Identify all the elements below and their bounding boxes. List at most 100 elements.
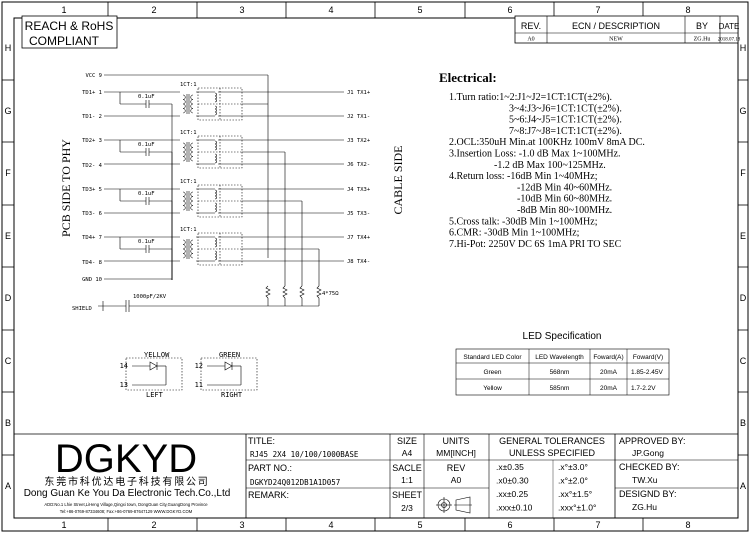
phy-pin-label: TD1- 2 xyxy=(82,114,102,120)
zone-row-left: F xyxy=(5,168,11,178)
led-table-header: Foward(A) xyxy=(593,354,623,361)
cap-label: 0.1uF xyxy=(138,191,155,197)
tolerance-angular: .x°±2.0° xyxy=(558,476,588,486)
electrical-line: 3.Insertion Loss: -1.0 dB Max 1~100MHz. xyxy=(449,149,621,160)
xfmr-ratio-label: 1CT:1 xyxy=(180,130,197,136)
approved-label: APPROVED BY: xyxy=(619,436,686,446)
electrical-line: 7~8:J7~J8=1CT:1CT(±2%). xyxy=(509,126,622,137)
zone-row-right: D xyxy=(740,293,747,303)
electrical-line: -8dB Min 80~100MHz. xyxy=(517,205,612,216)
phy-pin-label: TD2- 4 xyxy=(82,163,103,169)
led-table-header: Standard LED Color xyxy=(463,354,522,361)
zone-col-top: 8 xyxy=(685,5,690,15)
cable-pin-label: J7 TX4+ xyxy=(347,235,371,241)
tolerance-linear: .x0±0.30 xyxy=(496,476,529,486)
electrical-notes: Electrical: 1.Turn ratio:1~2:J1~J2=1CT:1… xyxy=(439,70,645,250)
led-table-cell: Green xyxy=(483,369,501,376)
phy-pin-label: TD3+ 5 xyxy=(82,187,102,193)
tolerance-title-1: GENERAL TOLERANCES xyxy=(499,436,605,446)
electrical-line: 1.Turn ratio:1~2:J1~J2=1CT:1CT(±2%). xyxy=(449,92,612,103)
led-table-cell: 1.85-2.45V xyxy=(631,369,663,376)
electrical-line: -10dB Min 60~80MHz. xyxy=(517,194,612,205)
checked-label: CHECKED BY: xyxy=(619,462,680,472)
compliance-box: REACH & RoHS COMPLIANT xyxy=(21,15,118,49)
scale-value: 1:1 xyxy=(401,475,413,485)
phy-pin-label: VCC 9 xyxy=(85,73,102,79)
rev-label: REV xyxy=(447,463,466,473)
remark-label: REMARK: xyxy=(248,490,289,500)
units-value: MM[INCH] xyxy=(436,448,476,458)
projection-icon xyxy=(436,496,472,514)
zone-row-right: H xyxy=(740,43,747,53)
zone-col-top: 5 xyxy=(417,5,422,15)
cable-pin-label: J3 TX2+ xyxy=(347,138,371,144)
led-table-cell: 20mA xyxy=(600,369,618,376)
date-value: 2018.07.18 xyxy=(718,38,741,43)
size-value: A4 xyxy=(402,448,413,458)
zone-row-left: E xyxy=(5,231,11,241)
zone-col-top: 7 xyxy=(595,5,600,15)
zone-col-bottom: 5 xyxy=(417,520,422,530)
led-spec-title: LED Specification xyxy=(523,331,602,342)
tolerance-angular: .xxx°±1.0° xyxy=(558,503,596,513)
electrical-line: 2.OCL:350uH Min.at 100KHz 100mV 8mA DC. xyxy=(449,137,645,148)
led-table-cell: 568nm xyxy=(550,369,570,376)
approved-value: JP.Gong xyxy=(632,448,664,458)
compliance-line2: COMPLIANT xyxy=(29,34,100,48)
tolerance-angular: .xx°±1.5° xyxy=(558,489,592,499)
led-side-label: LEFT xyxy=(146,391,164,399)
phy-pin-label: TD4- 8 xyxy=(82,260,102,266)
tolerance-linear: .xx±0.25 xyxy=(496,489,528,499)
electrical-line: 7.Hi-Pot: 2250V DC 6S 1mA PRI TO SEC xyxy=(449,239,622,250)
electrical-line: -12dB Min 40~60MHz. xyxy=(517,182,612,193)
zone-col-bottom: 4 xyxy=(328,520,333,530)
led-pin-label: 11 xyxy=(195,381,203,389)
led-color-label: YELLOW xyxy=(144,351,170,359)
led-pin-label: 12 xyxy=(195,362,203,370)
checked-value: TW.Xu xyxy=(632,475,658,485)
sheet-value: 2/3 xyxy=(401,503,413,513)
cable-pin-label: J8 TX4- xyxy=(347,259,370,265)
phy-pin-label: TD4+ 7 xyxy=(82,235,102,241)
rev-header-date: DATE xyxy=(719,22,740,31)
led-pin-label: 14 xyxy=(120,362,128,370)
company-logo: DGKYD xyxy=(55,437,197,481)
electrical-line: -1.2 dB Max 100~125MHz. xyxy=(494,160,606,171)
cable-pin-label: J2 TX1- xyxy=(347,114,370,120)
zone-row-right: B xyxy=(740,418,746,428)
zone-row-right: G xyxy=(739,106,746,116)
zone-col-top: 2 xyxy=(151,5,156,15)
cap-label: 0.1uF xyxy=(138,142,155,148)
led-table-header: Foward(V) xyxy=(633,354,663,361)
inner-frame xyxy=(13,17,739,519)
led-symbol xyxy=(125,357,183,391)
scale-label: SACLE xyxy=(392,463,422,473)
company-contact: Tel:+86-0769-87334608; Fax:+86-0769-8764… xyxy=(60,509,193,514)
cap-label: 0.1uF xyxy=(138,239,155,245)
cap-label: 0.1uF xyxy=(138,94,155,100)
hv-cap-label: 1000pF/2KV xyxy=(133,294,167,300)
zone-col-bottom: 1 xyxy=(61,520,66,530)
shield-label: SHIELD xyxy=(72,306,92,312)
part-label: PART NO.: xyxy=(248,463,292,473)
xfmr-ratio-label: 1CT:1 xyxy=(180,82,197,88)
zone-col-top: 3 xyxy=(239,5,244,15)
zone-col-top: 4 xyxy=(328,5,333,15)
designed-label: DESIGND BY: xyxy=(619,489,677,499)
zone-row-left: A xyxy=(5,481,11,491)
zone-row-right: A xyxy=(740,481,746,491)
by-value: ZG.Hu xyxy=(694,37,711,43)
tolerance-angular: .x°±3.0° xyxy=(558,462,588,472)
sheet-label: SHEET xyxy=(392,490,423,500)
cable-pin-label: J5 TX3- xyxy=(347,211,370,217)
company-name-en: Dong Guan Ke You Da Electronic Tech.Co.,… xyxy=(24,488,231,499)
led-table-cell: 585nm xyxy=(550,385,570,392)
electrical-line: 5~6:J4~J5=1CT:1CT(±2%). xyxy=(509,115,622,126)
zone-col-bottom: 3 xyxy=(239,520,244,530)
